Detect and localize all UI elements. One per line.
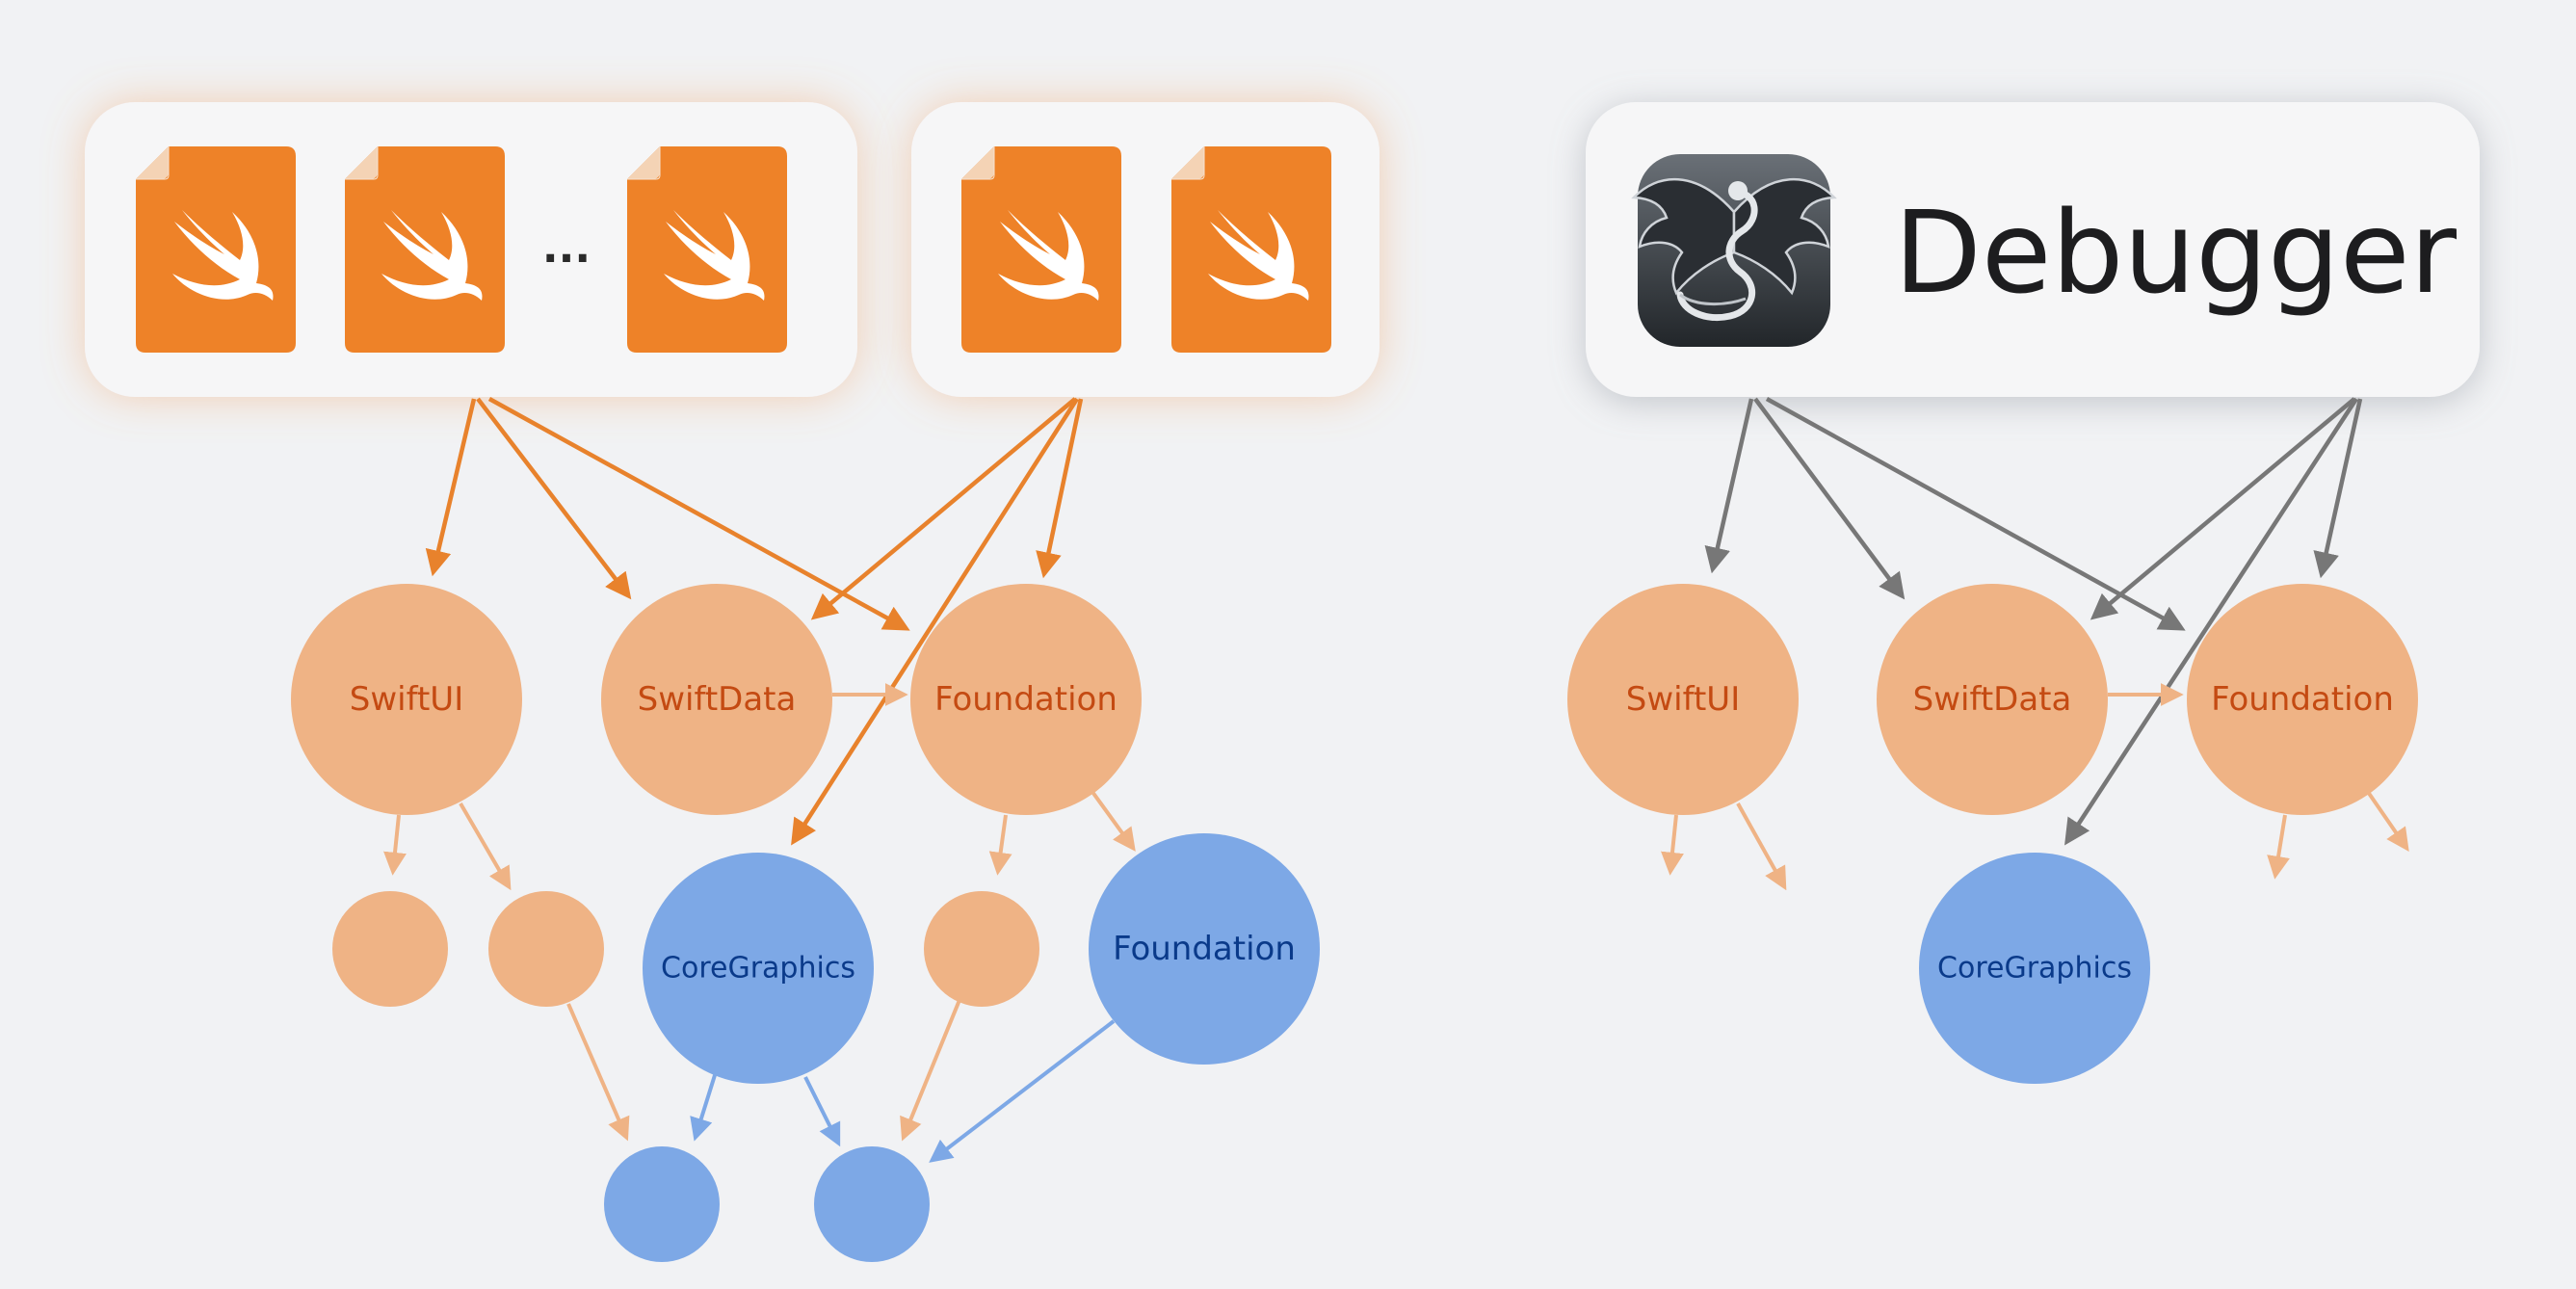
arrow: [1661, 814, 1684, 876]
module-label: SwiftUI: [350, 680, 463, 719]
dependency-node: [814, 1146, 930, 1262]
module-arrows-blue: [690, 1019, 1116, 1163]
module-swiftdata: SwiftData: [1877, 584, 2108, 815]
module-label: SwiftUI: [1626, 680, 1740, 719]
module-swiftui: SwiftUI: [291, 584, 522, 815]
debugger-arrows: [1704, 397, 2363, 846]
module-label: CoreGraphics: [1937, 952, 2132, 986]
arrow: [476, 397, 632, 600]
module-label: CoreGraphics: [661, 952, 855, 986]
module-swiftui: SwiftUI: [1567, 584, 1799, 815]
module-foundation: Foundation: [2187, 584, 2418, 815]
module-label: SwiftData: [638, 680, 797, 719]
module-label: Foundation: [2211, 680, 2394, 719]
arrow: [803, 1076, 841, 1147]
debugger-title: Debugger: [1894, 186, 2458, 319]
arrow: [988, 814, 1012, 876]
arrow: [690, 1074, 717, 1142]
arrow: [2313, 398, 2363, 579]
dependency-node: [488, 891, 604, 1007]
arrow: [383, 814, 407, 876]
arrow: [1753, 397, 1906, 600]
arrow: [1036, 398, 1084, 579]
arrow: [791, 397, 1079, 846]
left-diagram: ...: [85, 102, 1380, 1262]
module-foundation-blue: Foundation: [1089, 833, 1320, 1065]
right-diagram: Debugger SwiftUI SwiftData: [1567, 102, 2480, 1084]
swift-file-icon: [1171, 146, 1331, 353]
arrow: [900, 999, 961, 1142]
arrow: [1091, 790, 1136, 852]
arrow: [2090, 397, 2356, 620]
arrow: [2366, 790, 2409, 852]
swift-file-icon: [136, 146, 296, 353]
arrow: [566, 1003, 630, 1142]
swift-file-icon: [961, 146, 1121, 353]
swift-file-icon: [627, 146, 787, 353]
module-coregraphics: CoreGraphics: [643, 853, 874, 1084]
arrow: [459, 802, 512, 891]
swift-file-icon: [345, 146, 505, 353]
module-label: Foundation: [1113, 930, 1296, 968]
ellipsis: ...: [542, 224, 591, 273]
arrow: [929, 1019, 1116, 1163]
arrow: [2267, 814, 2290, 880]
module-foundation: Foundation: [910, 584, 1142, 815]
arrow: [2064, 397, 2358, 846]
arrow: [425, 398, 477, 577]
source-arrows: [425, 397, 1084, 846]
dependency-node: [332, 891, 448, 1007]
dependency-node: [924, 891, 1039, 1007]
module-swiftdata: SwiftData: [601, 584, 832, 815]
dependency-node: [604, 1146, 720, 1262]
arrow: [1736, 802, 1787, 891]
arrow: [1765, 397, 2186, 631]
module-arrows-orange: [383, 683, 1136, 1142]
module-coregraphics: CoreGraphics: [1919, 853, 2150, 1084]
module-label: SwiftData: [1913, 680, 2072, 719]
arrow: [487, 397, 910, 631]
arrow: [810, 397, 1077, 620]
module-label: Foundation: [934, 680, 1117, 719]
module-arrows-orange: [1661, 683, 2409, 891]
lldb-dragon-icon: [1631, 154, 1837, 347]
arrow: [1704, 398, 1754, 574]
